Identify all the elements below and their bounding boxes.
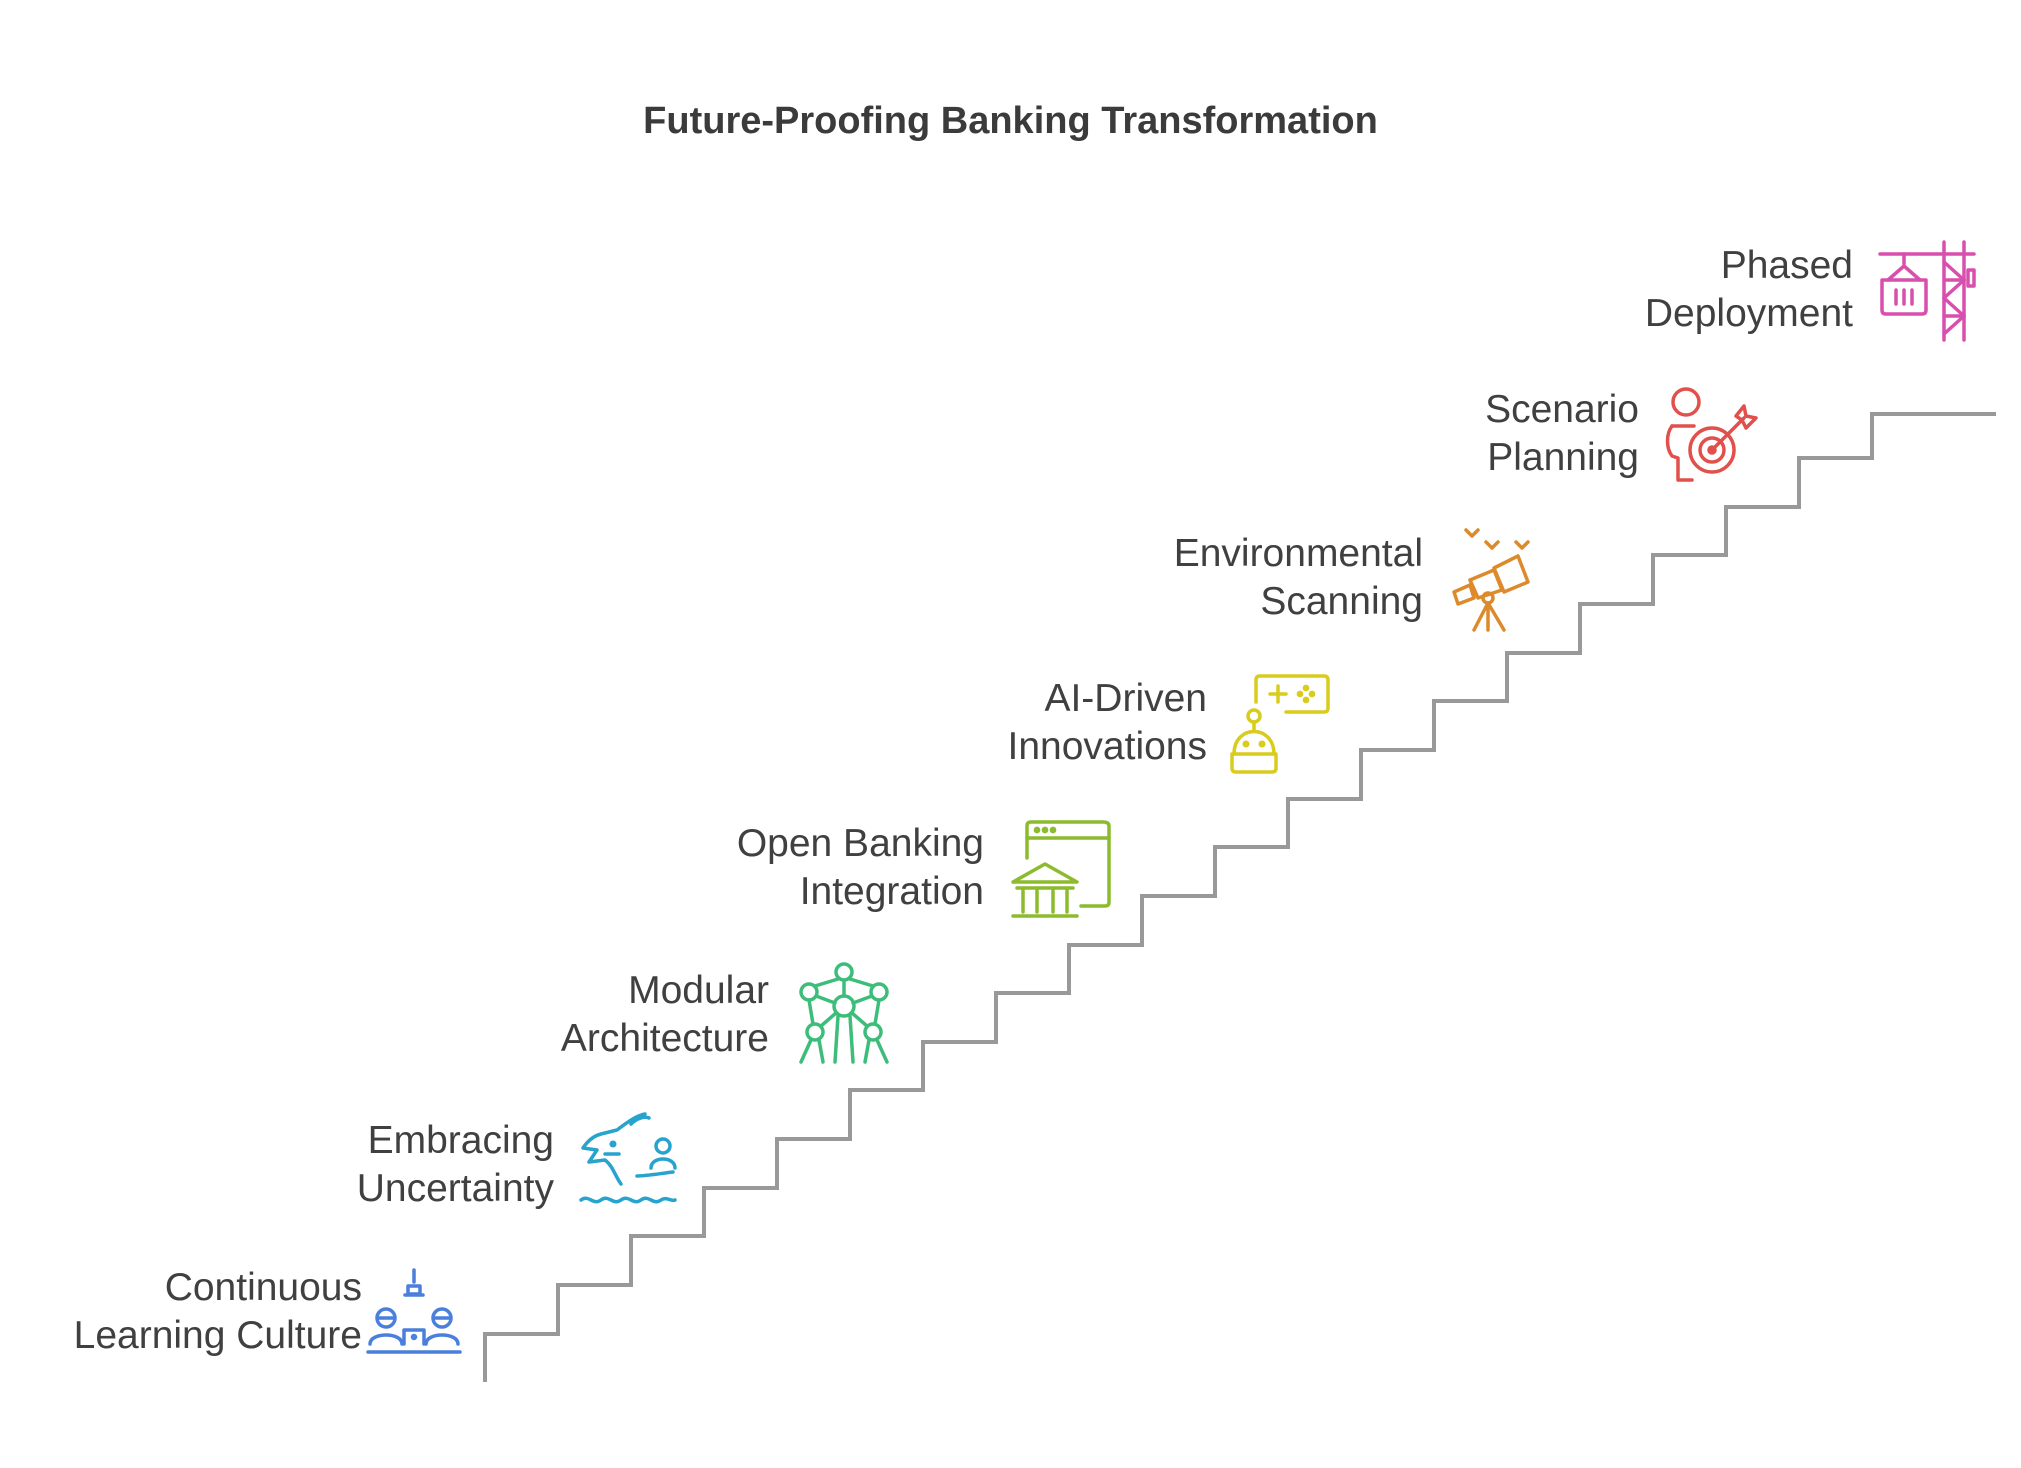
step-label-line: Scenario: [1485, 388, 1639, 431]
atomium-icon: [795, 962, 893, 1066]
step-label-line: Architecture: [560, 1017, 769, 1060]
staircase-line: [483, 412, 1996, 1382]
step-label-line: Integration: [799, 870, 984, 913]
step-label-line: Environmental: [1173, 532, 1423, 575]
step-label-ai-driven-innovations: AI-Driven Innovations: [1008, 675, 1207, 771]
step-label-phased-deployment: Phased Deployment: [1645, 242, 1853, 338]
step-label-line: Phased: [1720, 244, 1853, 287]
step-label-modular-architecture: Modular Architecture: [561, 967, 769, 1063]
step-label-line: Scanning: [1260, 580, 1423, 623]
crane-container-icon: [1878, 240, 1976, 342]
step-label-open-banking-integration: Open Banking Integration: [737, 820, 984, 916]
step-label-line: Open Banking: [736, 822, 984, 865]
bank-window-icon: [1009, 818, 1113, 922]
dragon-waves-icon: [579, 1110, 677, 1212]
step-label-line: Planning: [1487, 436, 1639, 479]
step-label-line: Uncertainty: [356, 1167, 554, 1210]
step-label-line: Modular: [628, 969, 769, 1012]
step-label-line: Innovations: [1007, 725, 1207, 768]
robot-gamepad-icon: [1226, 672, 1330, 778]
telescope-icon: [1446, 528, 1534, 632]
step-label-environmental-scanning: Environmental Scanning: [1174, 530, 1423, 626]
step-label-line: Learning Culture: [73, 1314, 362, 1357]
step-label-line: AI-Driven: [1044, 677, 1207, 720]
step-label-scenario-planning: Scenario Planning: [1485, 386, 1639, 482]
person-target-icon: [1664, 386, 1760, 484]
diagram-title: Future-Proofing Banking Transformation: [643, 100, 1378, 142]
step-label-line: Deployment: [1644, 292, 1853, 335]
step-label-line: Continuous: [164, 1266, 362, 1309]
step-label-embracing-uncertainty: Embracing Uncertainty: [357, 1117, 554, 1213]
learning-culture-icon: [366, 1268, 462, 1360]
step-label-continuous-learning-culture: Continuous Learning Culture: [74, 1264, 362, 1360]
step-label-line: Embracing: [367, 1119, 554, 1162]
